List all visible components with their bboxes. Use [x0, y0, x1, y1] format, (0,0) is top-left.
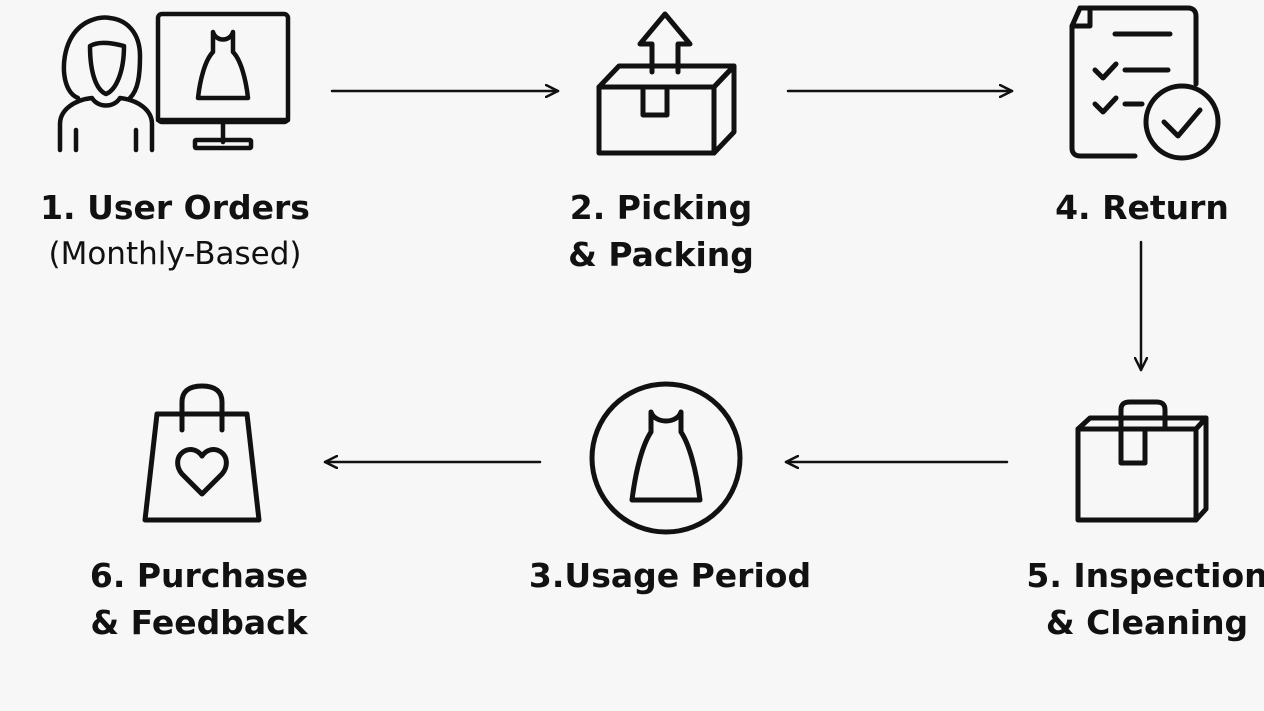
- step-4-title: 4. Return: [1055, 188, 1229, 227]
- check-circle-icon: [1143, 83, 1221, 161]
- monitor-dress-icon: [155, 11, 291, 151]
- step-6-label: 6. Purchase & Feedback: [90, 552, 308, 646]
- closed-box-icon: [1075, 399, 1209, 523]
- step-2-title-line1: 2. Picking: [569, 188, 753, 227]
- step-6-title-line1: 6. Purchase: [89, 556, 309, 595]
- woman-icon: [57, 15, 155, 153]
- step-3-title: 3.Usage Period: [528, 556, 812, 595]
- step-5-title-line1: 5. Inspection: [1026, 556, 1264, 595]
- step-6-title-line2: & Feedback: [90, 603, 308, 642]
- box-upload-icon: [596, 11, 737, 156]
- step-1-title: 1. User Orders: [40, 188, 310, 227]
- step-2-label: 2. Picking & Packing: [568, 184, 754, 278]
- step-1-subtitle: (Monthly-Based): [48, 236, 302, 272]
- step-4-label: 4. Return: [1055, 184, 1229, 231]
- step-5-title-line2: & Cleaning: [1045, 603, 1249, 642]
- step-3-label: 3.Usage Period: [529, 552, 811, 599]
- dress-circle-icon: [589, 381, 743, 535]
- step-1-label: 1. User Orders (Monthly-Based): [40, 184, 310, 278]
- step-5-label: 5. Inspection & Cleaning: [1026, 552, 1264, 646]
- shopping-bag-heart-icon: [142, 383, 262, 523]
- step-2-title-line2: & Packing: [568, 235, 754, 274]
- checklist-document-icon: [1069, 5, 1199, 159]
